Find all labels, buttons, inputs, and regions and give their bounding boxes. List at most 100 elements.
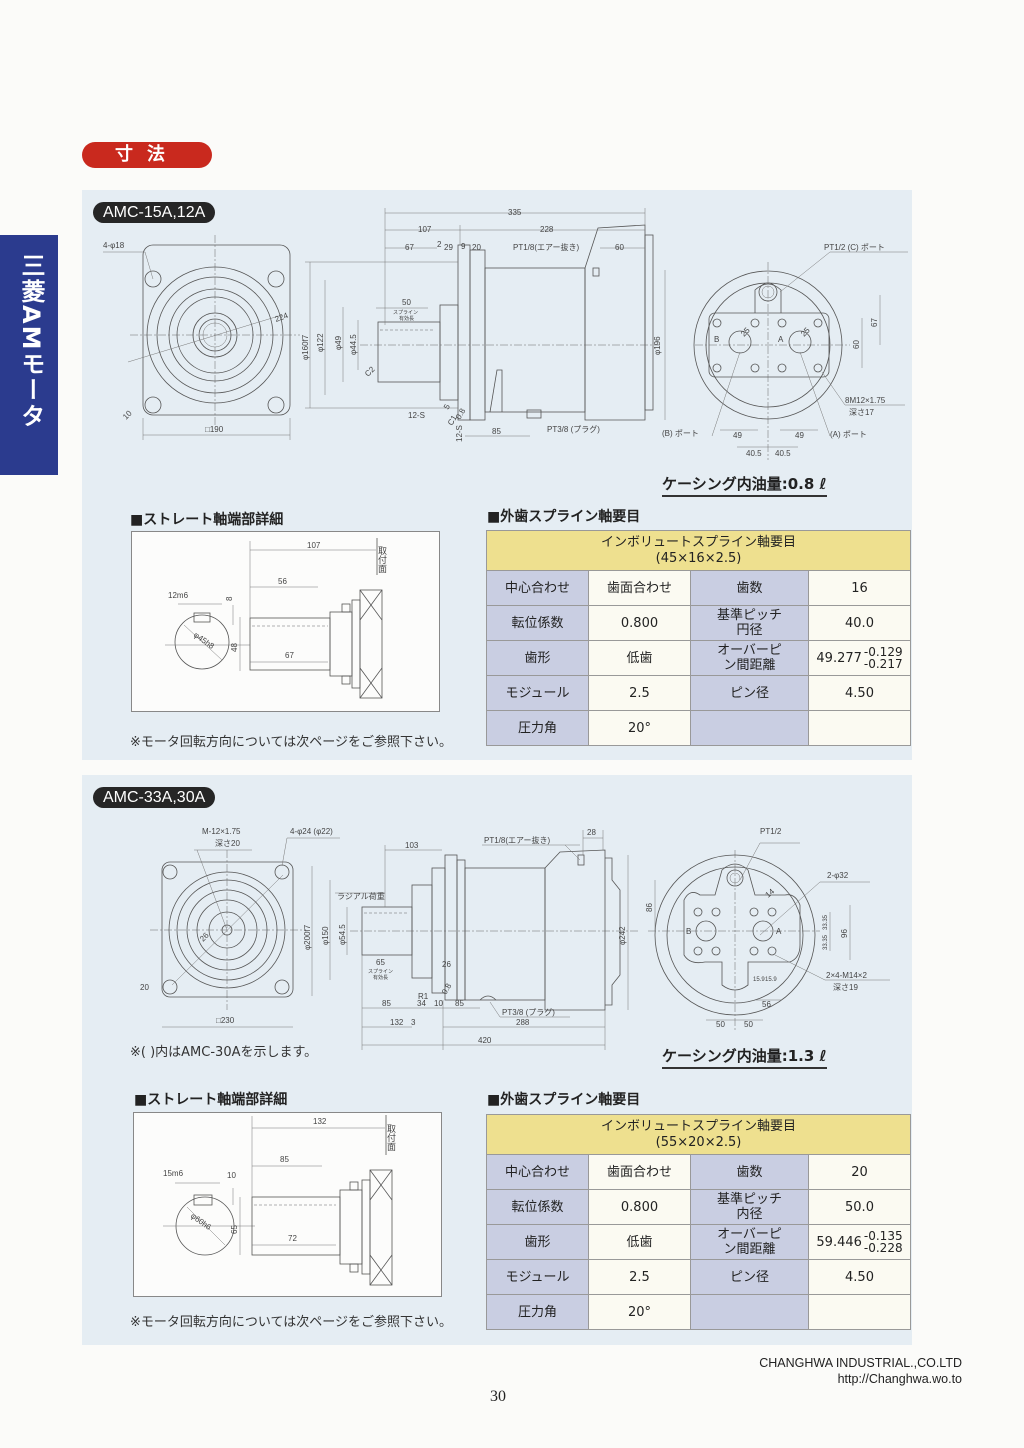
table-cell: 2.5 bbox=[588, 1259, 691, 1295]
table-row: 転位係数 0.800 基準ピッチ内径 50.0 bbox=[486, 1189, 911, 1225]
rotation-note: ※モータ回転方向については次ページをご参照下さい。 bbox=[130, 1315, 452, 1330]
over-pin-value: 49.277 bbox=[816, 650, 862, 666]
cell-text: 基準ピッチ内径 bbox=[716, 1192, 782, 1222]
table-cell: 転位係数 bbox=[486, 1189, 589, 1225]
cell-text: 20 bbox=[851, 1164, 868, 1180]
cell-text: 歯形 bbox=[524, 1234, 551, 1250]
cell-text: 2.5 bbox=[629, 685, 650, 701]
table-cell: 歯数 bbox=[690, 1154, 809, 1190]
table-cell bbox=[808, 1294, 911, 1330]
shaft-detail-box bbox=[133, 1112, 442, 1297]
side-tab: 三菱AMモータ bbox=[0, 235, 58, 475]
table-cell bbox=[690, 1294, 809, 1330]
model-label: AMC-15A,12A bbox=[93, 202, 216, 223]
table-cell: 転位係数 bbox=[486, 605, 589, 641]
spline-heading: ■外歯スプライン軸要目 bbox=[487, 1092, 641, 1108]
table-cell: 4.50 bbox=[808, 1259, 911, 1295]
table-cell: 20° bbox=[588, 710, 691, 746]
table-cell: ピン径 bbox=[690, 675, 809, 711]
cell-text: オーバーピン間距離 bbox=[717, 643, 782, 673]
table-row: 歯形 低歯 オーバーピン間距離 59.446-0.135-0.228 bbox=[486, 1224, 911, 1260]
table-cell: 2.5 bbox=[588, 675, 691, 711]
table-subtitle: (55×20×2.5) bbox=[655, 1134, 742, 1150]
table-cell: ピン径 bbox=[690, 1259, 809, 1295]
table-title-text: インボリュートスプライン軸要目 bbox=[600, 1118, 796, 1134]
table-row: モジュール 2.5 ピン径 4.50 bbox=[486, 675, 911, 711]
footer: CHANGHWA INDUSTRIAL.,CO.LTD http://Chang… bbox=[759, 1355, 962, 1387]
cell-text: 中心合わせ bbox=[504, 580, 570, 596]
company-url[interactable]: http://Changhwa.wo.to bbox=[837, 1372, 962, 1386]
cell-text: 低歯 bbox=[626, 1234, 653, 1250]
table-cell: 20° bbox=[588, 1294, 691, 1330]
model-note: ※( )内はAMC-30Aを示します。 bbox=[130, 1045, 318, 1060]
table-subtitle: (45×16×2.5) bbox=[655, 550, 742, 566]
rotation-note: ※モータ回転方向については次ページをご参照下さい。 bbox=[130, 735, 452, 750]
table-cell: 歯面合わせ bbox=[588, 1154, 691, 1190]
over-pin-value: 59.446 bbox=[816, 1234, 862, 1250]
table-row: 転位係数 0.800 基準ピッチ円径 40.0 bbox=[486, 605, 911, 641]
table-cell bbox=[690, 710, 809, 746]
spline-spec-table: インボリュートスプライン軸要目(45×16×2.5) 中心合わせ 歯面合わせ 歯数 16… bbox=[486, 530, 911, 746]
cell-text: 歯数 bbox=[736, 1164, 763, 1180]
spline-heading: ■外歯スプライン軸要目 bbox=[487, 509, 641, 525]
table-cell: モジュール bbox=[486, 675, 589, 711]
cell-text: 4.50 bbox=[845, 1269, 874, 1285]
cell-text: 16 bbox=[851, 580, 868, 596]
company-name: CHANGHWA INDUSTRIAL.,CO.LTD bbox=[759, 1356, 962, 1370]
side-tab-label: 三菱AMモータ bbox=[17, 253, 45, 430]
table-row: 中心合わせ 歯面合わせ 歯数 20 bbox=[486, 1154, 911, 1190]
cell-text: 4.50 bbox=[845, 685, 874, 701]
cell-text: 2.5 bbox=[629, 1269, 650, 1285]
oil-capacity: ケーシング内油量:0.8 ℓ bbox=[662, 473, 827, 497]
page-number: 30 bbox=[490, 1388, 506, 1405]
table-cell: 低歯 bbox=[588, 640, 691, 676]
cell-text: 基準ピッチ円径 bbox=[716, 608, 782, 638]
table-cell: 20 bbox=[808, 1154, 911, 1190]
cell-text: モジュール bbox=[505, 685, 570, 701]
cell-text: 0.800 bbox=[620, 1199, 659, 1215]
tolerance-lower: -0.228 bbox=[863, 1241, 903, 1255]
model-label: AMC-33A,30A bbox=[93, 787, 216, 808]
cell-text: 歯形 bbox=[524, 650, 551, 666]
table-row: 中心合わせ 歯面合わせ 歯数 16 bbox=[486, 570, 911, 606]
cell-text: 40.0 bbox=[845, 615, 874, 631]
table-title: インボリュートスプライン軸要目(55×20×2.5) bbox=[486, 1114, 911, 1155]
cell-text: 圧力角 bbox=[517, 720, 557, 736]
table-cell: 40.0 bbox=[808, 605, 911, 641]
table-row: 圧力角 20° bbox=[486, 710, 911, 746]
table-cell: 圧力角 bbox=[486, 1294, 589, 1330]
cell-text: 0.800 bbox=[620, 615, 659, 631]
cell-text: 歯面合わせ bbox=[606, 1164, 672, 1180]
table-cell: 中心合わせ bbox=[486, 570, 589, 606]
detail-heading: ■ストレート軸端部詳細 bbox=[130, 512, 284, 528]
table-title: インボリュートスプライン軸要目(45×16×2.5) bbox=[486, 530, 911, 571]
cell-text: 転位係数 bbox=[511, 1199, 564, 1215]
table-cell: 歯形 bbox=[486, 640, 589, 676]
cell-text: 歯数 bbox=[736, 580, 763, 596]
table-cell: オーバーピン間距離 bbox=[690, 640, 809, 676]
cell-text: 20° bbox=[627, 720, 652, 736]
tolerance-lower: -0.217 bbox=[863, 657, 903, 671]
shaft-detail-box bbox=[131, 531, 440, 712]
table-cell: 歯数 bbox=[690, 570, 809, 606]
tolerance-upper: -0.135 bbox=[863, 1229, 903, 1243]
detail-heading: ■ストレート軸端部詳細 bbox=[134, 1092, 288, 1108]
table-cell: オーバーピン間距離 bbox=[690, 1224, 809, 1260]
table-row: モジュール 2.5 ピン径 4.50 bbox=[486, 1259, 911, 1295]
table-cell: モジュール bbox=[486, 1259, 589, 1295]
cell-text: ピン径 bbox=[729, 685, 769, 701]
table-cell: 0.800 bbox=[588, 1189, 691, 1225]
table-title-text: インボリュートスプライン軸要目 bbox=[600, 534, 796, 550]
cell-text: ピン径 bbox=[729, 1269, 769, 1285]
table-cell: 低歯 bbox=[588, 1224, 691, 1260]
table-cell: 基準ピッチ円径 bbox=[690, 605, 809, 641]
cell-text: オーバーピン間距離 bbox=[717, 1227, 782, 1257]
table-cell: 圧力角 bbox=[486, 710, 589, 746]
table-cell: 0.800 bbox=[588, 605, 691, 641]
cell-text: 50.0 bbox=[845, 1199, 874, 1215]
table-cell: 中心合わせ bbox=[486, 1154, 589, 1190]
table-cell: 基準ピッチ内径 bbox=[690, 1189, 809, 1225]
table-cell: 歯面合わせ bbox=[588, 570, 691, 606]
